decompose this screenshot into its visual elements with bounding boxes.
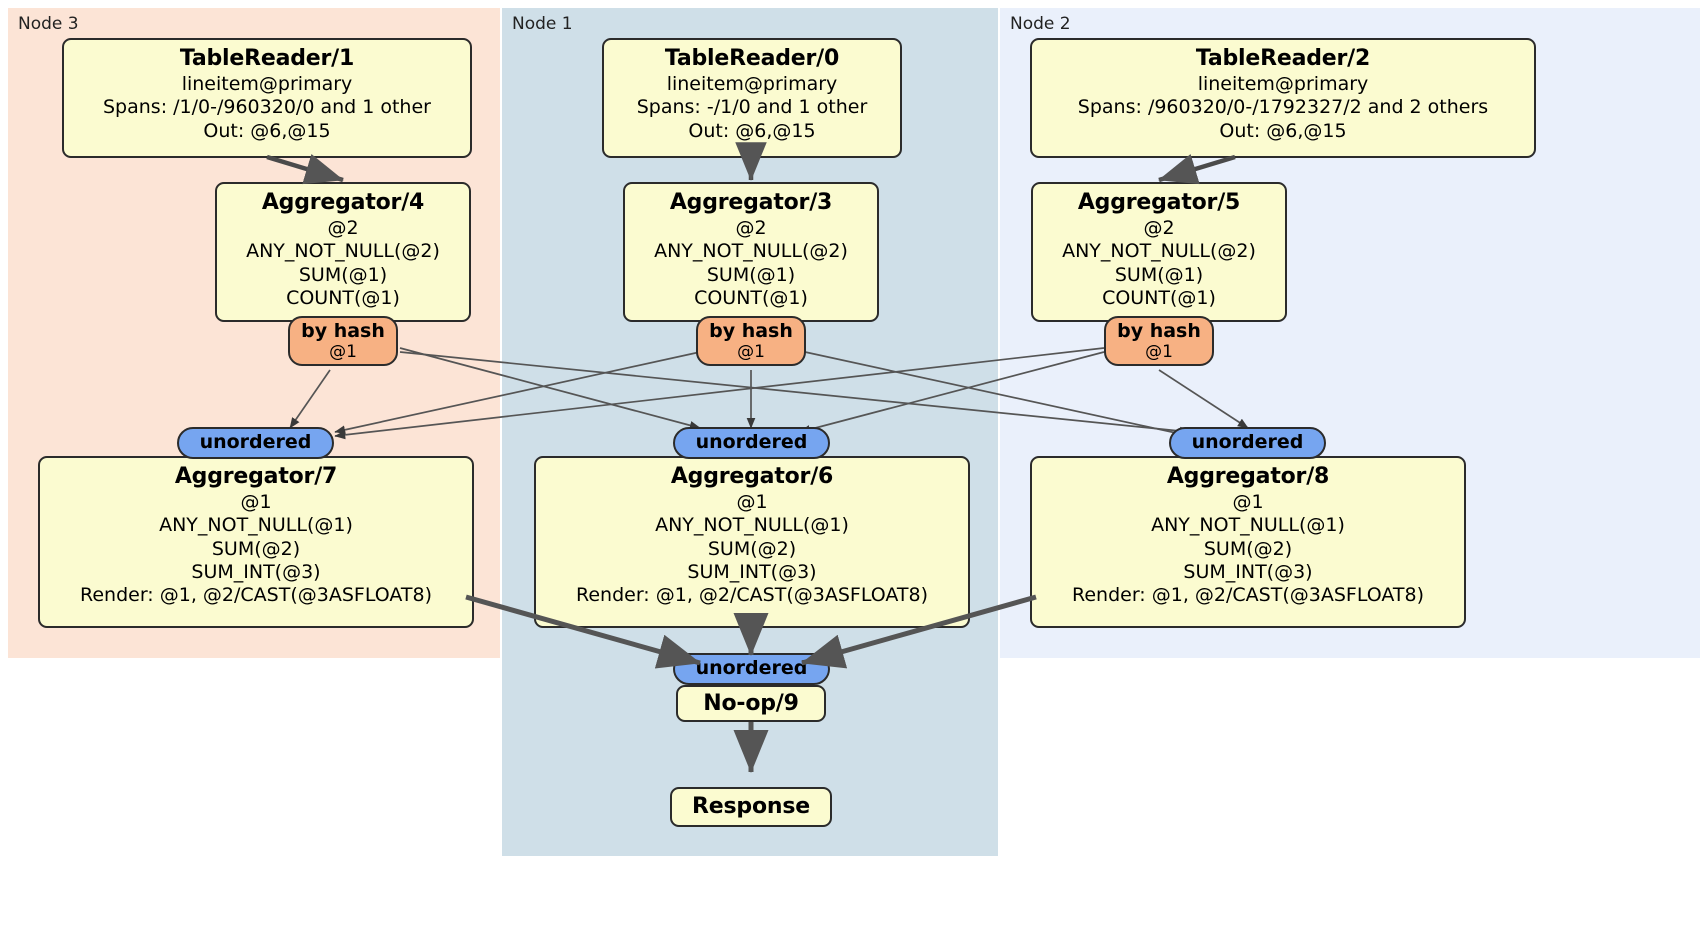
processor-aggregator-8[interactable]: Aggregator/8 @1 ANY_NOT_NULL(@1) SUM(@2)… [1030, 456, 1466, 628]
processor-detail-line: Render: @1, @2/CAST(@3ASFLOAT8) [1072, 584, 1424, 607]
processor-detail-line: @1 [1232, 491, 1264, 514]
hash-router-label: by hash [1117, 320, 1201, 342]
processor-table-reader-1[interactable]: TableReader/1 lineitem@primary Spans: /1… [62, 38, 472, 158]
processor-detail-line: Spans: /960320/0-/1792327/2 and 2 others [1077, 96, 1489, 119]
processor-detail-line: Spans: /1/0-/960320/0 and 1 other [103, 96, 431, 119]
processor-detail-line: SUM_INT(@3) [1183, 561, 1313, 584]
processor-title: No-op/9 [703, 691, 799, 716]
node-panel-label-node2: Node 2 [1010, 14, 1071, 34]
processor-detail-line: lineitem@primary [1197, 73, 1369, 96]
processor-detail-line: SUM(@1) [706, 263, 796, 286]
hash-router-center[interactable]: by hash @1 [696, 316, 806, 366]
processor-detail-line: @1 [240, 491, 272, 514]
unordered-sync-label: unordered [1191, 431, 1304, 453]
unordered-sync-label: unordered [695, 431, 808, 453]
processor-detail-line: COUNT(@1) [694, 287, 808, 310]
processor-aggregator-7[interactable]: Aggregator/7 @1 ANY_NOT_NULL(@1) SUM(@2)… [38, 456, 474, 628]
hash-router-sublabel: @1 [737, 341, 765, 362]
processor-detail-line: SUM(@2) [1203, 537, 1293, 560]
node-panel-label-node1: Node 1 [512, 14, 573, 34]
unordered-sync-label: unordered [695, 657, 808, 679]
processor-noop-9[interactable]: No-op/9 [676, 685, 826, 722]
processor-detail-line: lineitem@primary [666, 73, 838, 96]
hash-router-sublabel: @1 [329, 341, 357, 362]
processor-aggregator-4[interactable]: Aggregator/4 @2 ANY_NOT_NULL(@2) SUM(@1)… [215, 182, 471, 322]
processor-detail-line: SUM(@2) [707, 537, 797, 560]
processor-detail-line: ANY_NOT_NULL(@1) [1151, 514, 1345, 537]
processor-detail-line: SUM_INT(@3) [191, 561, 321, 584]
processor-title: TableReader/1 [179, 46, 355, 71]
processor-title: Aggregator/6 [670, 464, 834, 489]
processor-detail-line: ANY_NOT_NULL(@1) [159, 514, 353, 537]
processor-title: Aggregator/4 [261, 190, 425, 215]
processor-detail-line: Spans: -/1/0 and 1 other [636, 96, 868, 119]
processor-detail-line: ANY_NOT_NULL(@2) [246, 240, 440, 263]
processor-title: Aggregator/5 [1077, 190, 1241, 215]
hash-router-right[interactable]: by hash @1 [1104, 316, 1214, 366]
processor-title: Aggregator/7 [174, 464, 338, 489]
processor-detail-line: Render: @1, @2/CAST(@3ASFLOAT8) [576, 584, 928, 607]
processor-table-reader-2[interactable]: TableReader/2 lineitem@primary Spans: /9… [1030, 38, 1536, 158]
processor-title: Aggregator/3 [669, 190, 833, 215]
processor-detail-line: @2 [735, 217, 767, 240]
processor-title: Aggregator/8 [1166, 464, 1330, 489]
processor-detail-line: @1 [736, 491, 768, 514]
processor-detail-line: SUM(@2) [211, 537, 301, 560]
processor-table-reader-0[interactable]: TableReader/0 lineitem@primary Spans: -/… [602, 38, 902, 158]
hash-router-sublabel: @1 [1145, 341, 1173, 362]
processor-detail-line: Out: @6,@15 [1219, 119, 1347, 142]
processor-detail-line: ANY_NOT_NULL(@1) [655, 514, 849, 537]
processor-detail-line: @2 [327, 217, 359, 240]
processor-detail-line: COUNT(@1) [1102, 287, 1216, 310]
processor-detail-line: Out: @6,@15 [203, 119, 331, 142]
processor-aggregator-6[interactable]: Aggregator/6 @1 ANY_NOT_NULL(@1) SUM(@2)… [534, 456, 970, 628]
processor-title: TableReader/2 [1195, 46, 1371, 71]
processor-detail-line: Out: @6,@15 [688, 119, 816, 142]
hash-router-left[interactable]: by hash @1 [288, 316, 398, 366]
node-panel-label-node3: Node 3 [18, 14, 79, 34]
processor-title: TableReader/0 [664, 46, 840, 71]
processor-detail-line: lineitem@primary [181, 73, 353, 96]
processor-detail-line: ANY_NOT_NULL(@2) [1062, 240, 1256, 263]
unordered-sync-label: unordered [199, 431, 312, 453]
processor-detail-line: ANY_NOT_NULL(@2) [654, 240, 848, 263]
processor-response[interactable]: Response [670, 787, 832, 827]
unordered-sync-left[interactable]: unordered [177, 427, 334, 459]
processor-detail-line: @2 [1143, 217, 1175, 240]
hash-router-label: by hash [709, 320, 793, 342]
processor-title: Response [692, 794, 810, 819]
processor-detail-line: COUNT(@1) [286, 287, 400, 310]
processor-detail-line: SUM(@1) [1114, 263, 1204, 286]
processor-detail-line: SUM_INT(@3) [687, 561, 817, 584]
processor-aggregator-3[interactable]: Aggregator/3 @2 ANY_NOT_NULL(@2) SUM(@1)… [623, 182, 879, 322]
processor-detail-line: SUM(@1) [298, 263, 388, 286]
processor-detail-line: Render: @1, @2/CAST(@3ASFLOAT8) [80, 584, 432, 607]
hash-router-label: by hash [301, 320, 385, 342]
